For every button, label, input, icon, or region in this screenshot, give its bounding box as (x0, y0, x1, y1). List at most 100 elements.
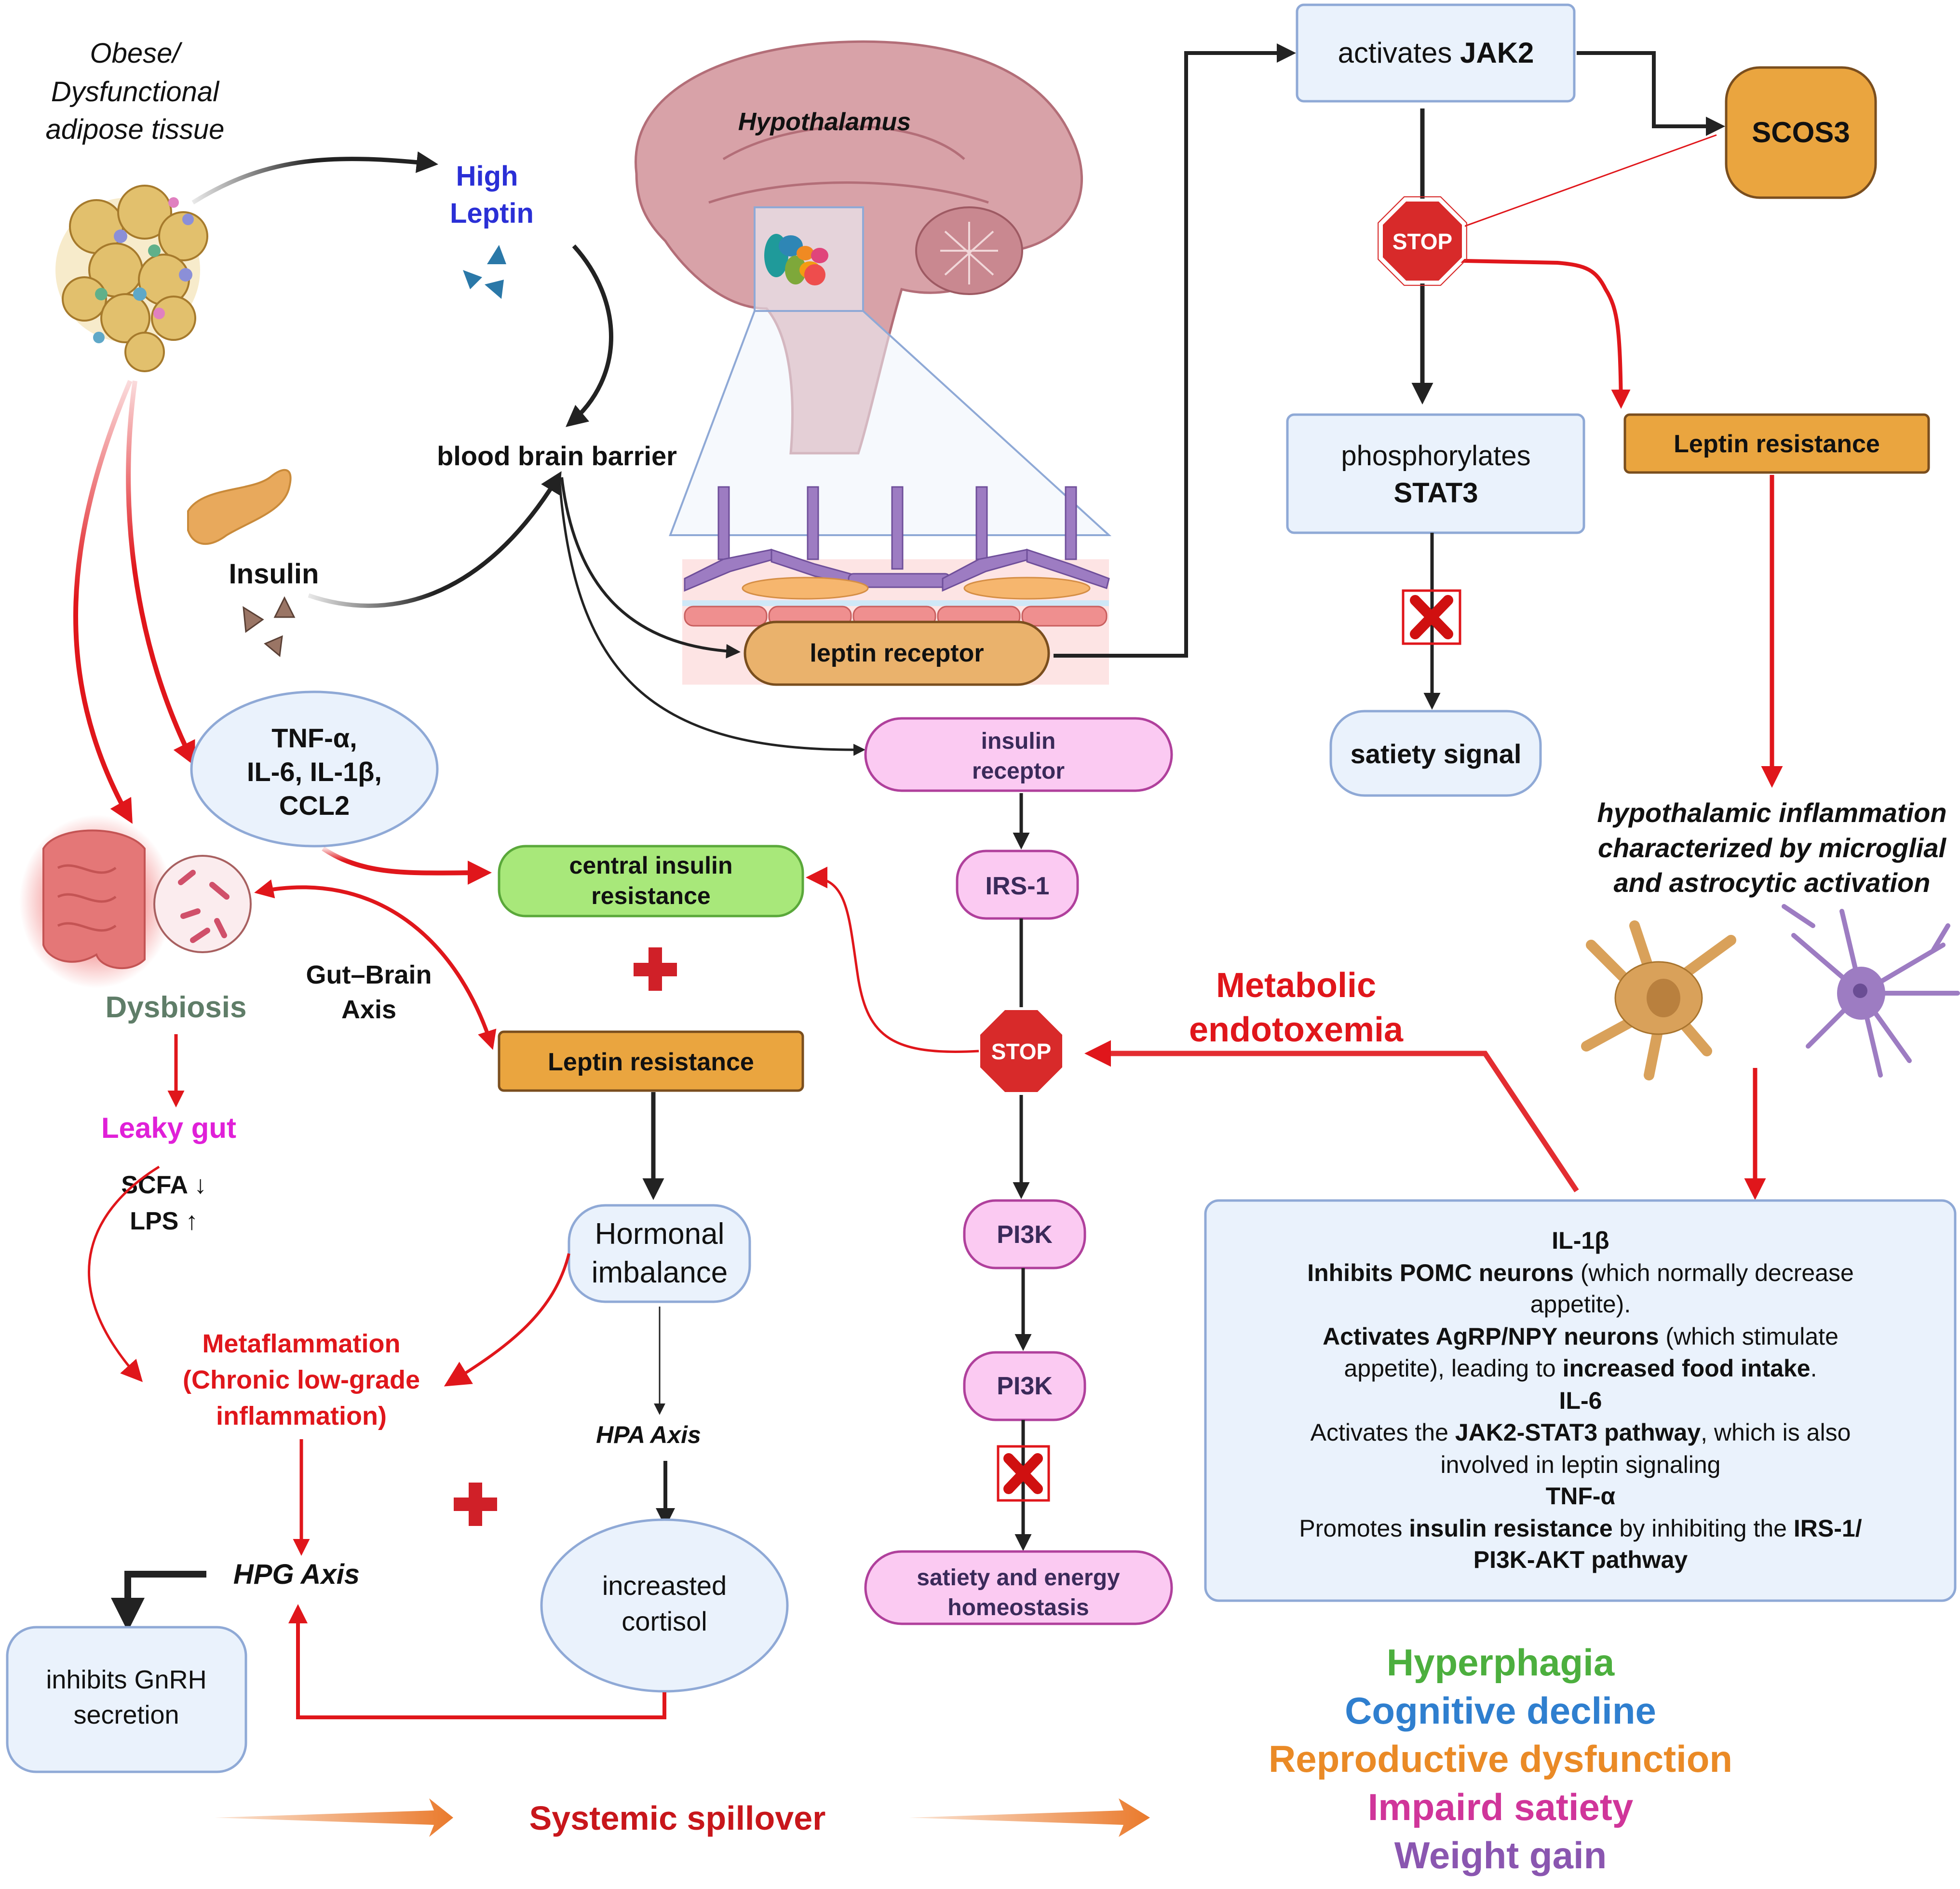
metaflammation-line2: (Chronic low-grade (183, 1365, 420, 1394)
brain-illustration: Hypothalamus (635, 40, 1112, 536)
cytokine-il6-title: IL-6 (1559, 1387, 1602, 1414)
arrow-hormonal-to-metaflammation (444, 1253, 570, 1387)
insulin-receptor-line2: receptor (972, 758, 1065, 784)
arrow-adipose-to-cytokines (126, 380, 195, 766)
cytokines-line1: TNF-α, (271, 723, 357, 753)
leptin-receptor-node[interactable]: leptin receptor (743, 621, 1050, 686)
satiety-energy-node[interactable]: satiety and energy homeostasis (864, 1550, 1173, 1625)
jak2-prefix: activates (1338, 37, 1460, 69)
central-insulin-line1: central insulin (569, 852, 733, 879)
satiety-signal-node[interactable]: satiety signal (1329, 710, 1542, 797)
stop-sign-icon (977, 1007, 1065, 1095)
gnrh-node[interactable]: inhibits GnRH secretion (6, 1626, 247, 1773)
jak2-bold: JAK2 (1460, 37, 1534, 69)
svg-text:Activates AgRP/NPY neurons (wh: Activates AgRP/NPY neurons (which stimul… (1323, 1323, 1838, 1350)
adipose-label-line2: Dysfunctional (51, 76, 220, 108)
cytokine-tnf-l1-bold: insulin resistance (1409, 1515, 1612, 1542)
arrow-endotoxemia-to-stop (1084, 1040, 1579, 1193)
inflammation-line3: and astrocytic activation (1614, 867, 1931, 898)
hormonal-line1: Hormonal (595, 1217, 725, 1251)
cytokine-il1b-l4-bold: increased food intake (1563, 1355, 1811, 1382)
gut-brain-axis-line2: Axis (341, 995, 396, 1024)
cytokine-il1b-l4-pre: appetite), leading to (1344, 1355, 1562, 1382)
arrow-insulin-to-bbb (308, 471, 562, 608)
cytokines-line3: CCL2 (279, 790, 350, 821)
metaflammation: Metaflammation (Chronic low-grade inflam… (183, 1329, 420, 1430)
hormonal-imbalance-node[interactable]: Hormonal imbalance (568, 1204, 751, 1303)
plus-icon-upper (634, 947, 677, 991)
arrow-leptin-receptor-to-jak2 (1054, 43, 1296, 658)
block-x-pi3k (997, 1445, 1050, 1502)
central-insulin-line2: resistance (591, 882, 710, 909)
svg-text:activates JAK2: activates JAK2 (1338, 37, 1534, 69)
cytokine-il1b-l3-bold: Activates AgRP/NPY neurons (1323, 1323, 1659, 1350)
stat3-node[interactable]: phosphorylates STAT3 (1286, 413, 1585, 534)
pi3k-1-node[interactable]: PI3K (963, 1199, 1086, 1269)
leptin-resistance-center-label: Leptin resistance (548, 1048, 754, 1076)
scos3-label: SCOS3 (1752, 116, 1850, 148)
cortisol-line1: increasted (602, 1570, 727, 1601)
cytokine-il1b-l1-rest: (which normally decrease (1574, 1259, 1854, 1286)
cortisol-node[interactable]: increasted cortisol (540, 1518, 789, 1693)
svg-text:Inhibits POMC neurons (which n: Inhibits POMC neurons (which normally de… (1307, 1259, 1854, 1286)
arrow-gut-brain-axis (254, 879, 497, 1050)
arrow-bbb-to-leptin-receptor (560, 477, 741, 659)
adipose-tissue: Obese/ Dysfunctional adipose tissue (46, 38, 225, 372)
gut-dysbiosis-illustration (19, 815, 252, 988)
bacteria-icon (153, 855, 252, 953)
endotoxemia-line1: Metabolic (1216, 966, 1376, 1005)
arrow-leaky-gut-to-metaflammation (88, 1165, 160, 1382)
metaflammation-line1: Metaflammation (202, 1329, 400, 1358)
cytokine-il6-l1-bold: JAK2-STAT3 pathway (1455, 1419, 1701, 1446)
insulin-molecules-icon (243, 596, 296, 657)
endotoxemia-line2: endotoxemia (1189, 1011, 1404, 1049)
stat3-line2: STAT3 (1393, 477, 1478, 509)
cytokine-il6-l1-post: , which is also (1701, 1419, 1851, 1446)
central-insulin-resistance-node[interactable]: central insulin resistance (498, 845, 804, 918)
cytokine-il1b-l1-bold: Inhibits POMC neurons (1307, 1259, 1574, 1286)
high-leptin: High Leptin (450, 161, 534, 299)
cytokine-il6-l2: involved in leptin signaling (1441, 1451, 1721, 1478)
cytokine-il6-l1-pre: Activates the (1311, 1419, 1455, 1446)
block-x-stat3 (1402, 589, 1461, 645)
block-x-icon (1410, 595, 1453, 639)
leptin-resistance-right-label: Leptin resistance (1674, 430, 1880, 458)
arrow-stop-to-central-insulin-resistance (806, 866, 979, 1053)
dysbiosis-label: Dysbiosis (106, 991, 247, 1024)
adipose-label-line3: adipose tissue (46, 114, 225, 145)
leptin-resistance-right-node[interactable]: Leptin resistance (1623, 413, 1930, 474)
orange-arrow-right-icon (909, 1798, 1150, 1837)
cytokine-il1b-l2: appetite). (1530, 1291, 1631, 1318)
stop-sign-icon (1380, 199, 1465, 283)
cytokine-il1b-l4-post: . (1811, 1355, 1817, 1382)
stat3-line1: phosphorylates (1341, 440, 1530, 472)
pi3k-1-label: PI3K (997, 1221, 1053, 1249)
irs1-node[interactable]: IRS-1 (956, 850, 1079, 920)
astrocyte-icon (1782, 904, 1960, 1078)
pi3k-2-node[interactable]: PI3K (963, 1351, 1086, 1421)
zoom-projection (669, 310, 1112, 536)
insulin-receptor-node[interactable]: insulin receptor (864, 717, 1173, 792)
adipocyte-cluster-icon (55, 185, 208, 372)
pancreas-icon (187, 469, 292, 545)
svg-text:Activates the JAK2-STAT3 pathw: Activates the JAK2-STAT3 pathway, which … (1311, 1419, 1851, 1446)
scos3-node[interactable]: SCOS3 (1725, 66, 1877, 199)
outcome-item: Cognitive decline (1345, 1689, 1656, 1732)
bbb-label: blood brain barrier (437, 441, 677, 471)
leptin-resistance-center-node[interactable]: Leptin resistance (498, 1030, 804, 1092)
pi3k-2-label: PI3K (997, 1372, 1053, 1400)
cytokines-node[interactable]: TNF-α, IL-6, IL-1β, CCL2 (190, 690, 439, 848)
gnrh-line1: inhibits GnRH (46, 1665, 206, 1694)
cytokine-tnf-title: TNF-α (1546, 1483, 1616, 1510)
gut-brain-axis-line1: Gut–Brain (306, 960, 432, 989)
stop-text: STOP (991, 1039, 1051, 1064)
cytokines-line2: IL-6, IL-1β, (247, 756, 382, 787)
arrow-bbb-to-insulin-receptor (558, 477, 865, 756)
jak2-node[interactable]: activates JAK2 (1296, 3, 1576, 103)
arrow-cytokines-to-central-insulin (322, 846, 492, 885)
high-leptin-line1: High (456, 161, 518, 192)
stop-sign-irs1: STOP (977, 1007, 1065, 1095)
svg-text:appetite), leading to increase: appetite), leading to increased food int… (1344, 1355, 1817, 1382)
